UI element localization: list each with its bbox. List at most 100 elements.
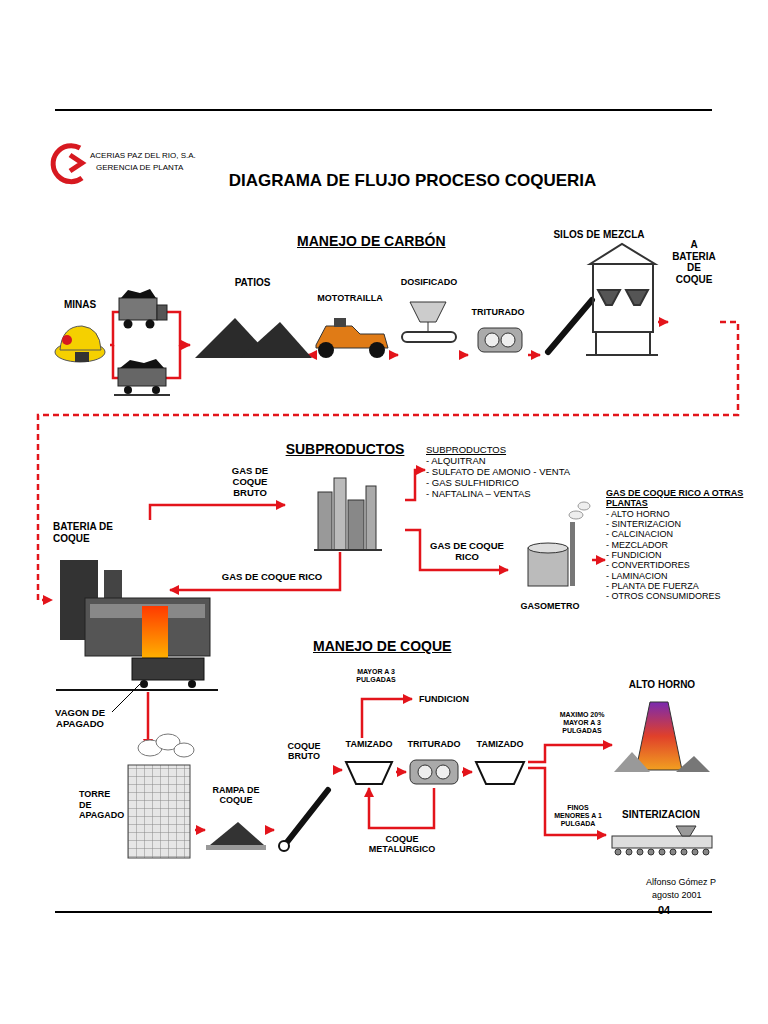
dosing-step: DOSIFICADO [398, 276, 460, 366]
leader-line [112, 684, 140, 712]
flow-arrow [658, 321, 668, 324]
author-note: Alfonso Gómez P [646, 877, 716, 887]
dump-truck [119, 289, 167, 329]
mine: MINAS [50, 298, 110, 368]
page-rule [55, 109, 712, 111]
scraper [334, 318, 346, 327]
gas-holder [528, 548, 568, 586]
coke-crusher [418, 765, 432, 779]
dump-truck [121, 289, 156, 298]
sinter-machine [676, 826, 696, 836]
diagram-title: DIAGRAMA DE FLUJO PROCESO COQUERIA [215, 171, 610, 191]
mixing-silo [590, 244, 655, 264]
company-logo [53, 146, 82, 182]
flow-arrow [195, 829, 205, 832]
mixing-silo [595, 332, 597, 355]
edge-label: MAXIMO 20% MAYOR A 3 PULGADAS [552, 711, 612, 735]
edge-label: COQUE METALURGICO [362, 834, 442, 855]
node-label: A BATERIA DE COQUE [669, 239, 719, 285]
node-label: TRITURADO [472, 307, 525, 317]
scraper [316, 318, 388, 358]
byproduct-plant [318, 492, 332, 550]
node-label: COQUE BRUTO [284, 741, 324, 762]
list-item: - CALCINACION [606, 529, 673, 539]
node-label: DOSIFICADO [401, 277, 458, 287]
sinter-machine [681, 849, 687, 855]
blast-furnace [636, 702, 682, 770]
node-label: SILOS DE MEZCLA [553, 229, 644, 241]
scraper-step: MOTOTRAILLA [308, 292, 392, 366]
edge-label: GAS DE COQUE BRUTO [218, 466, 282, 499]
gas-holder [570, 522, 575, 586]
flow-arrow [405, 470, 425, 500]
flow-arrow [334, 769, 342, 772]
company-logo [70, 155, 82, 171]
flow-arrow [528, 354, 540, 357]
crusher-node: TRITURADO [406, 738, 462, 788]
dump-truck [124, 320, 133, 329]
node-label: SUBPRODUCTOS [426, 445, 506, 456]
feeder-hopper [410, 302, 446, 322]
rail-wagon [124, 386, 132, 394]
company-logo [53, 146, 82, 182]
byproduct-plant [314, 478, 382, 550]
node-label: SINTERIZACION [622, 809, 700, 821]
list-item: - GAS SULFHIDRICO [426, 478, 519, 489]
byproduct-plant [366, 486, 376, 550]
node-label: TRITURADO [408, 739, 461, 749]
dump-truck [157, 305, 167, 320]
conveyor [548, 300, 592, 352]
coke-ramp-node: RAMPA DE COQUE [205, 784, 267, 850]
byproduct-plant-node: SUBPRODUCTOS [285, 440, 405, 552]
list-item: - NAFTALINA – VENTAS [426, 489, 531, 500]
node-label: FUNDICION [419, 694, 469, 704]
list-item: - OTROS CONSUMIDORES [606, 591, 721, 601]
node-label: TORRE DE APAGADO [79, 789, 125, 820]
node-label: MOTOTRAILLA [317, 293, 382, 303]
sinter-machine [615, 849, 709, 855]
coke-battery [142, 606, 168, 658]
edge-label: MAYOR A 3 PULGADAS [344, 668, 408, 684]
list-item: - FUNDICION [606, 550, 662, 560]
scraper [318, 342, 334, 358]
node-label: RAMPA DE COQUE [206, 785, 266, 806]
node-label: PATIOS [235, 277, 271, 289]
stockyard: PATIOS [190, 276, 315, 363]
rail-wagon [118, 368, 166, 386]
scraper [369, 342, 385, 358]
feeder-hopper [402, 302, 456, 342]
flow-arrow [150, 505, 285, 520]
coke-ramp [206, 822, 266, 850]
coke-crusher [410, 760, 458, 784]
list-item: - ALTO HORNO [606, 509, 670, 519]
page-rule [55, 911, 712, 913]
node-label: ALTO HORNO [629, 679, 695, 691]
blast-furnace [614, 752, 650, 772]
coke-battery-node: BATERIA DE COQUE [52, 520, 170, 692]
miner-helmet [60, 326, 101, 350]
rail-wagon [120, 359, 164, 368]
sinter-machine [670, 849, 676, 855]
flow-arrow [460, 354, 468, 357]
sinter-machine [659, 849, 665, 855]
quench-tower [128, 765, 190, 858]
foundry-node: FUNDICION [412, 690, 476, 708]
node-label: GAS DE COQUE RICO A OTRAS PLANTAS [606, 488, 762, 509]
sinter-machine [612, 826, 712, 855]
flow-arrow [528, 745, 612, 762]
list-item: - SINTERIZACION [606, 519, 681, 529]
sinter-machine [692, 849, 698, 855]
mixing-silo [598, 290, 620, 305]
edge-label: GAS DE COQUE RICO [428, 541, 506, 563]
quench-tower [174, 743, 194, 757]
node-label: SUBPRODUCTOS [286, 441, 405, 457]
flow-arrow [405, 530, 508, 570]
byproduct-plant [334, 478, 346, 550]
sinter-machine [637, 849, 643, 855]
sinter-node: SINTERIZACION [606, 808, 716, 854]
feeder-hopper [402, 332, 456, 342]
flow-arrow [392, 354, 398, 357]
gas-holder-node: GASOMETRO [508, 515, 592, 612]
miner-helmet [55, 326, 105, 362]
raw-coke-node: COQUE BRUTO [274, 740, 334, 850]
